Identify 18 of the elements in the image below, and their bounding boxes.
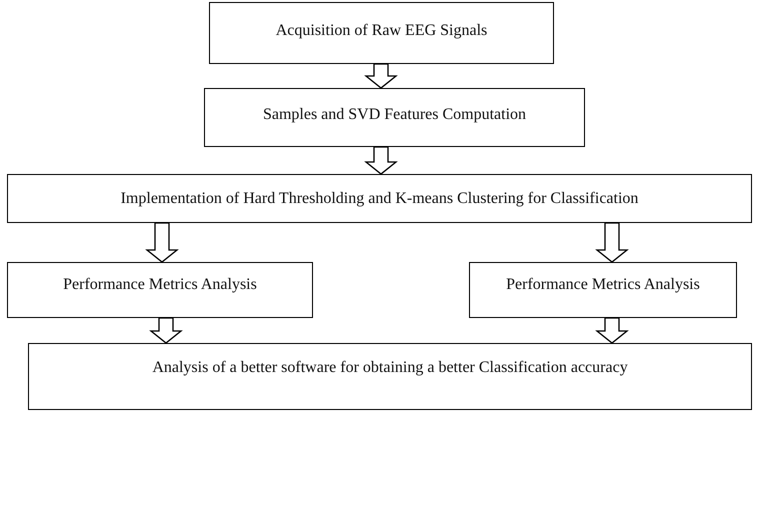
block-arrow	[145, 222, 179, 263]
block-arrow	[149, 317, 183, 344]
process-box	[7, 262, 313, 318]
box-label: Acquisition of Raw EEG Signals	[276, 21, 488, 41]
process-box	[7, 174, 752, 223]
box-label: Performance Metrics Analysis	[506, 275, 700, 295]
process-box	[469, 262, 737, 318]
box-label: Performance Metrics Analysis	[63, 275, 257, 295]
block-arrow	[595, 317, 629, 344]
box-label: Samples and SVD Features Computation	[262, 105, 526, 125]
process-box	[28, 343, 752, 410]
block-arrow	[364, 63, 398, 89]
process-box	[204, 88, 585, 147]
box-label: Analysis of a better software for obtaining a better Classification accuracy	[152, 358, 628, 378]
process-box	[209, 2, 554, 64]
block-arrow	[364, 146, 398, 175]
box-label: Implementation of Hard Thresholding and K-means Clustering for Classification	[120, 189, 638, 209]
block-arrow	[595, 222, 629, 263]
